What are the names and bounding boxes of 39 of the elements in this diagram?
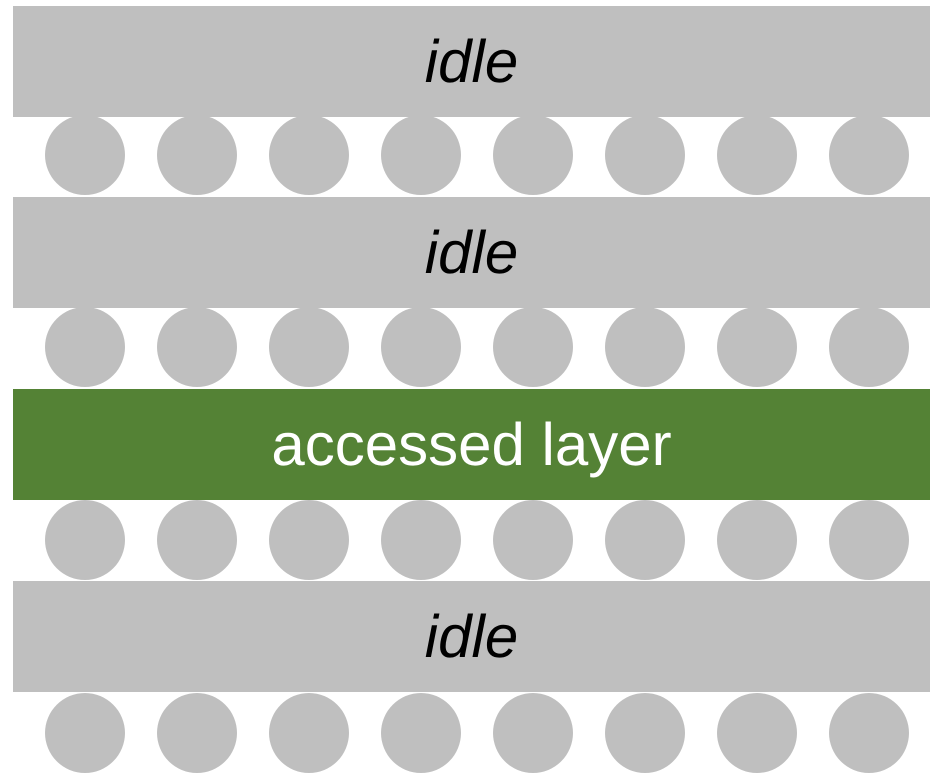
circle <box>157 115 237 195</box>
circle <box>493 307 573 387</box>
circle <box>605 307 685 387</box>
circle <box>717 307 797 387</box>
circle <box>381 307 461 387</box>
circle <box>717 693 797 773</box>
circle <box>45 693 125 773</box>
circle <box>381 115 461 195</box>
circle <box>269 307 349 387</box>
layer-bar <box>13 389 930 500</box>
circle <box>829 115 909 195</box>
layer-bar <box>13 581 930 692</box>
layer-label: idle <box>424 606 518 666</box>
circle <box>493 115 573 195</box>
circle <box>829 693 909 773</box>
circle <box>157 307 237 387</box>
circle <box>605 693 685 773</box>
layer-bar <box>13 197 930 308</box>
circle <box>381 693 461 773</box>
circle <box>493 693 573 773</box>
circle <box>381 500 461 580</box>
circle <box>269 115 349 195</box>
circle <box>493 500 573 580</box>
circle <box>605 115 685 195</box>
circle <box>269 693 349 773</box>
circle <box>717 500 797 580</box>
circle <box>717 115 797 195</box>
circle <box>829 307 909 387</box>
circle <box>829 500 909 580</box>
circle <box>157 693 237 773</box>
layer-label: idle <box>424 222 518 282</box>
circle <box>605 500 685 580</box>
circle <box>157 500 237 580</box>
layer-bar <box>13 6 930 117</box>
circle <box>45 500 125 580</box>
circle <box>45 115 125 195</box>
circle <box>269 500 349 580</box>
layer-label: idle <box>424 32 518 92</box>
circle <box>45 307 125 387</box>
